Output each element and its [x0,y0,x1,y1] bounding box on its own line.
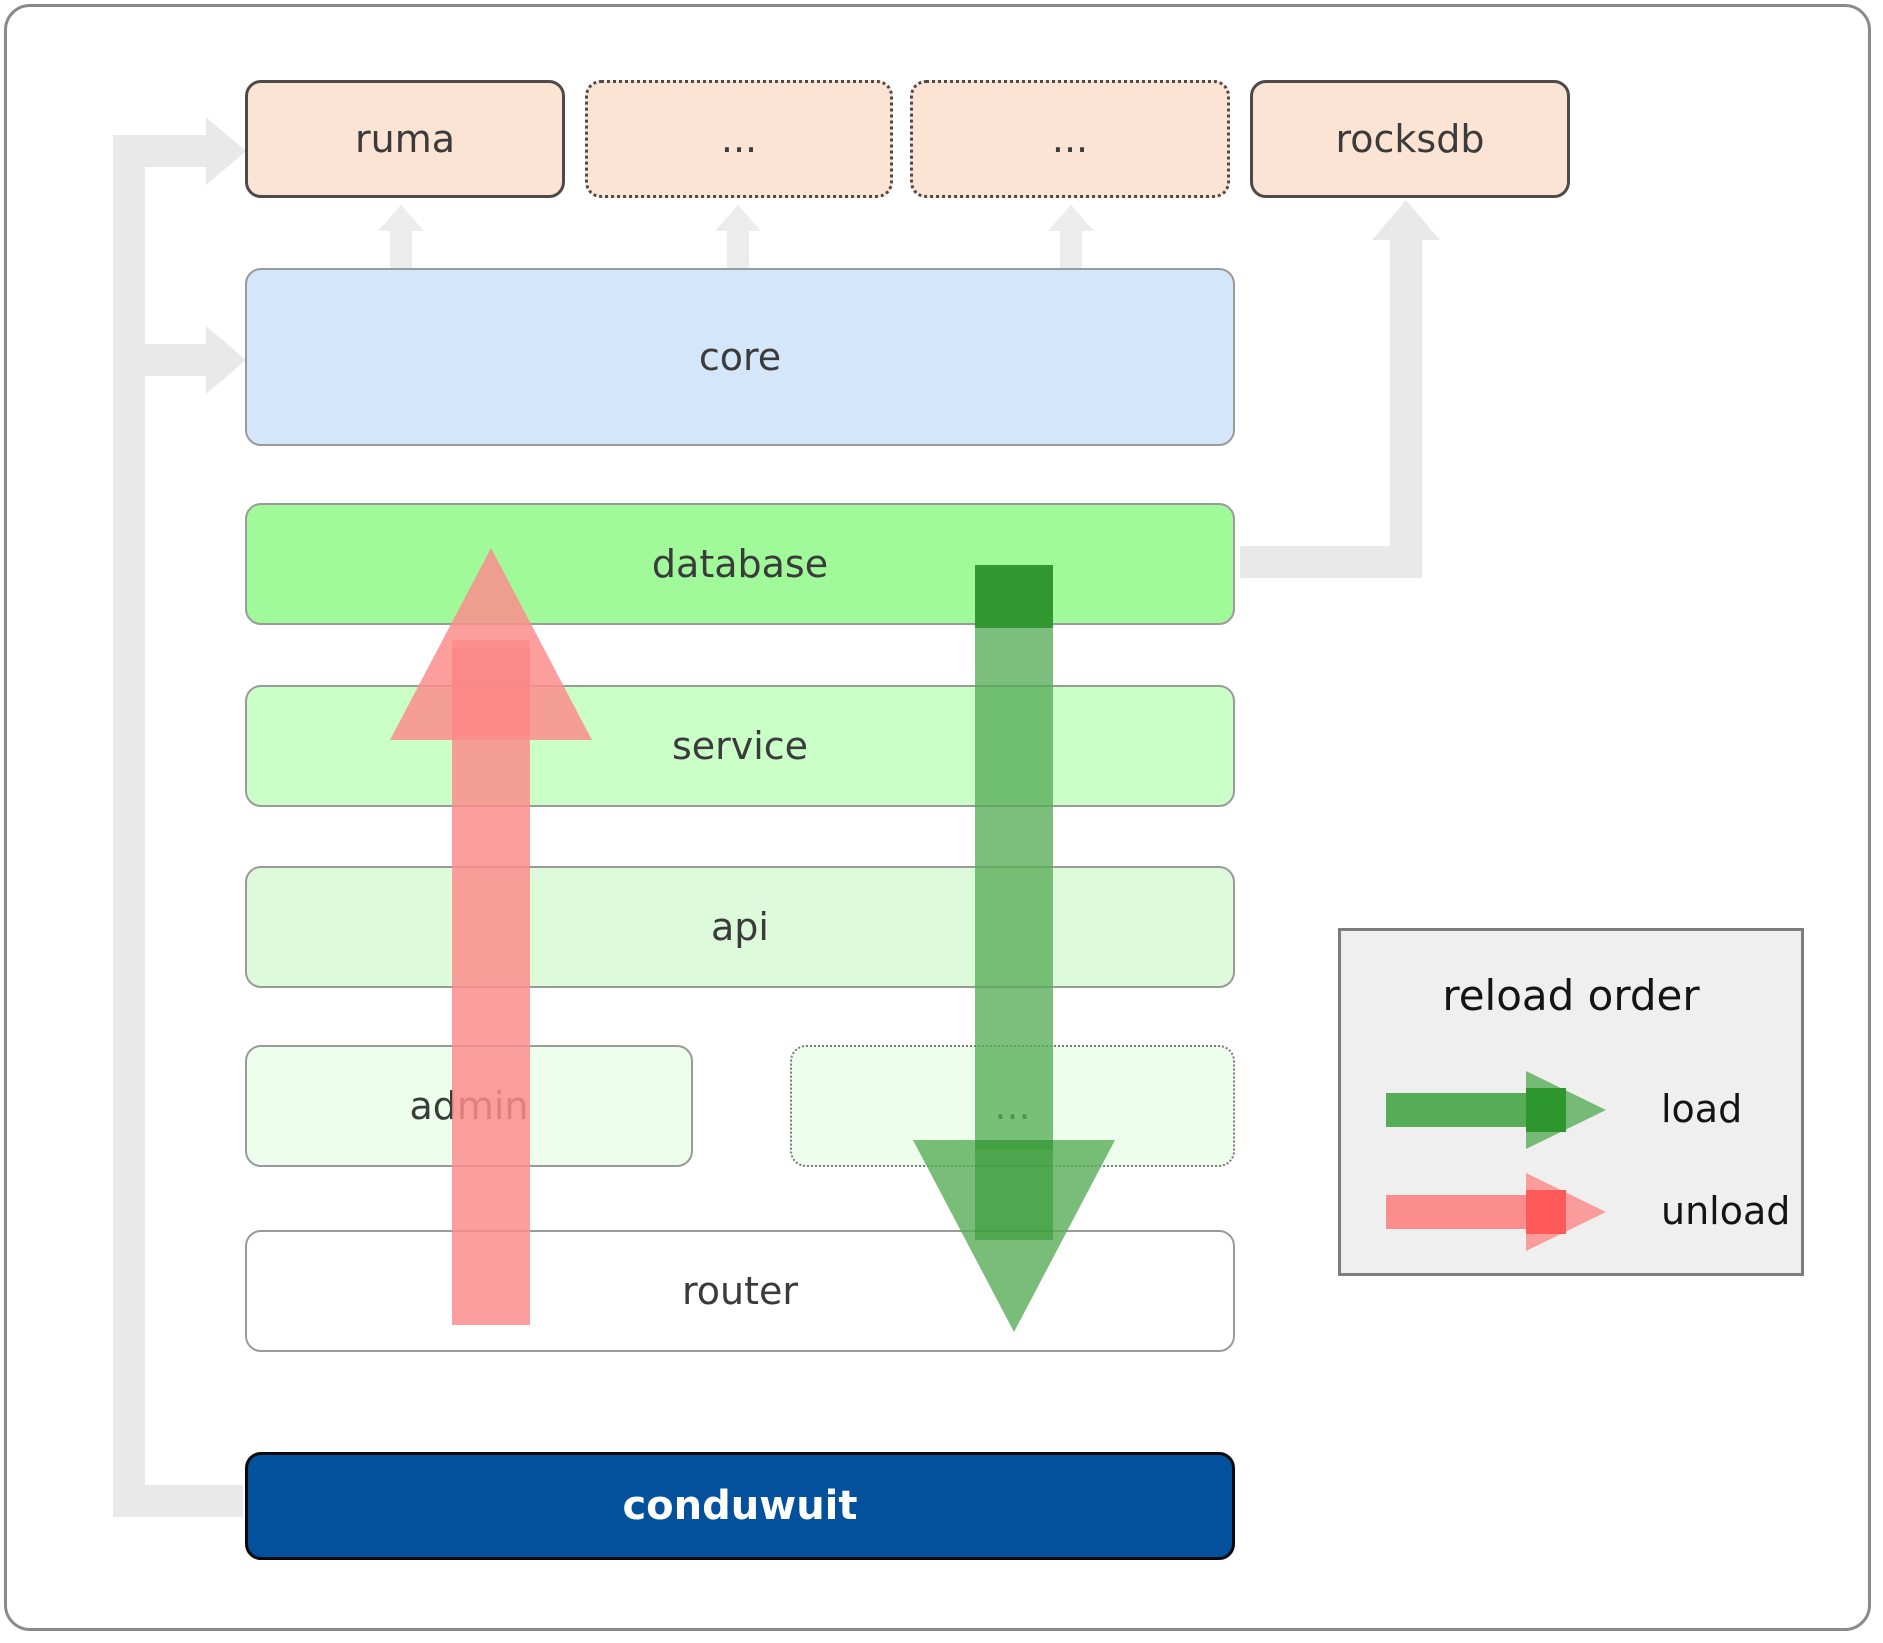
dependency-label-rocksdb: rocksdb [1335,117,1485,161]
connector-conduwuit-rail-vertical [113,135,145,1517]
arrow-stem [1060,227,1082,271]
core-box[interactable]: core [245,268,1235,446]
connector-rail-to-core-stem [113,344,213,376]
dependency-label-dep3: ... [1051,117,1089,161]
legend-panel: reload order load unload [1338,928,1804,1276]
core-label: core [698,335,782,379]
legend-arrow-unload-shaft [1386,1195,1536,1229]
unload-arrow-head-icon [390,548,592,740]
connector-rail-to-ruma-stem [113,135,213,167]
connector-database-to-rocksdb-vertical [1390,235,1422,578]
core-to-ruma-arrow [378,205,424,271]
legend-title: reload order [1442,971,1700,1020]
legend-label-load: load [1661,1087,1743,1131]
dependency-box-dep3[interactable]: ... [910,80,1230,198]
load-arrow-head-overlap [975,1140,1053,1240]
arrow-head-icon [378,205,424,231]
diagram-frame [4,4,1871,1631]
load-arrow-shaft [975,565,1053,1150]
layer-label-api: api [711,905,769,949]
connector-conduwuit-rail-bottom [113,1485,243,1517]
legend-arrow-unload-notch [1526,1190,1566,1234]
legend-label-unload: unload [1661,1189,1791,1233]
core-to-dep2-arrow [715,205,761,271]
dependency-box-dep2[interactable]: ... [585,80,893,198]
legend-arrow-load-notch [1526,1088,1566,1132]
arrow-head-icon [1048,205,1094,231]
layer-label-router: router [681,1269,799,1313]
dependency-box-ruma[interactable]: ruma [245,80,565,198]
legend-arrow-load-shaft [1386,1093,1536,1127]
legend-arrow-unload [1386,1173,1616,1251]
dependency-label-dep2: ... [720,117,758,161]
binary-label-conduwuit: conduwuit [622,1483,858,1529]
layer-label-service: service [671,724,809,768]
binary-box-conduwuit[interactable]: conduwuit [245,1452,1235,1560]
connector-arrow-to-ruma [206,117,246,185]
layer-label-database: database [651,542,829,586]
layer-box-api[interactable]: api [245,866,1235,988]
connector-arrow-to-core [206,326,246,394]
arrow-head-icon [715,205,761,231]
unload-arrow-shaft [452,640,530,1325]
dependency-box-rocksdb[interactable]: rocksdb [1250,80,1570,198]
arrow-stem [390,227,412,271]
load-arrow-overlap [975,565,1053,628]
dependency-label-ruma: ruma [354,117,455,161]
arrow-stem [727,227,749,271]
legend-arrow-load [1386,1071,1616,1149]
core-to-dep3-arrow [1048,205,1094,271]
connector-arrow-to-rocksdb [1372,200,1440,240]
